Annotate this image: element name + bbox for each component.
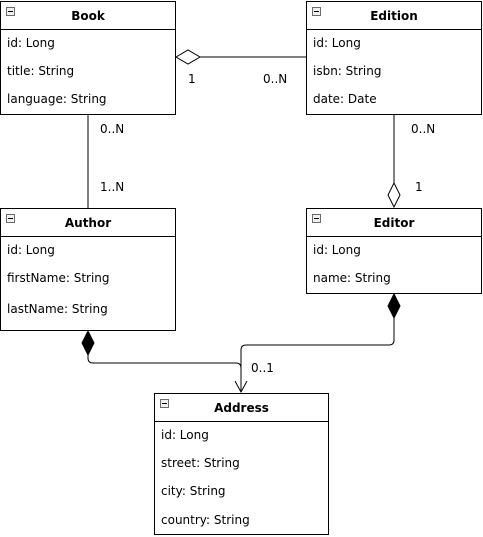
multiplicity-label: 0..N (411, 122, 436, 136)
book-edition-aggregation-diamond (175, 49, 201, 65)
collapse-icon[interactable] (6, 7, 15, 16)
author-class-header[interactable]: Author (1, 209, 175, 237)
author-attribute: firstName: String (7, 271, 110, 285)
collapse-icon[interactable] (6, 214, 15, 223)
editor-attribute: name: String (313, 271, 391, 285)
book-attribute: id: Long (7, 36, 55, 50)
author-class[interactable]: Author id: Long firstName: String lastNa… (0, 208, 176, 331)
address-class-name: Address (214, 400, 269, 415)
author-attribute: id: Long (7, 243, 55, 257)
edition-class[interactable]: Edition id: Long isbn: String date: Date (306, 1, 482, 115)
collapse-icon[interactable] (160, 399, 169, 408)
multiplicity-label: 1 (188, 72, 196, 86)
editor-address-composition-diamond (387, 292, 401, 320)
author-attribute: lastName: String (7, 302, 108, 316)
author-address-line (87, 355, 242, 392)
address-class-header[interactable]: Address (155, 394, 328, 422)
address-class[interactable]: Address id: Long street: String city: St… (154, 393, 329, 535)
edition-class-header[interactable]: Edition (307, 2, 481, 30)
book-attribute: title: String (7, 64, 75, 78)
book-class-name: Book (71, 8, 105, 23)
address-attribute: city: String (161, 484, 226, 498)
author-class-name: Author (64, 215, 112, 230)
editor-address-line (240, 318, 395, 392)
address-attribute: country: String (161, 513, 250, 527)
multiplicity-label: 1..N (100, 180, 125, 194)
multiplicity-label: 1 (415, 180, 423, 194)
multiplicity-label: 0..N (100, 122, 125, 136)
book-class[interactable]: Book id: Long title: String language: St… (0, 1, 176, 115)
multiplicity-label: 0..1 (251, 361, 274, 375)
multiplicity-label: 0..N (263, 72, 288, 86)
author-address-composition-diamond (81, 329, 95, 357)
edition-attribute: date: Date (313, 92, 377, 106)
address-attribute: street: String (161, 456, 240, 470)
collapse-icon[interactable] (312, 214, 321, 223)
address-arrow-head (234, 380, 248, 394)
address-attribute: id: Long (161, 428, 209, 442)
book-attribute: language: String (7, 92, 107, 106)
edition-class-name: Edition (370, 8, 418, 23)
collapse-icon[interactable] (312, 7, 321, 16)
editor-class[interactable]: Editor id: Long name: String (306, 208, 482, 294)
edition-attribute: isbn: String (313, 64, 382, 78)
book-class-header[interactable]: Book (1, 2, 175, 30)
editor-attribute: id: Long (313, 243, 361, 257)
edition-attribute: id: Long (313, 36, 361, 50)
edition-editor-aggregation-diamond (387, 181, 401, 209)
editor-class-name: Editor (373, 215, 415, 230)
editor-class-header[interactable]: Editor (307, 209, 481, 237)
